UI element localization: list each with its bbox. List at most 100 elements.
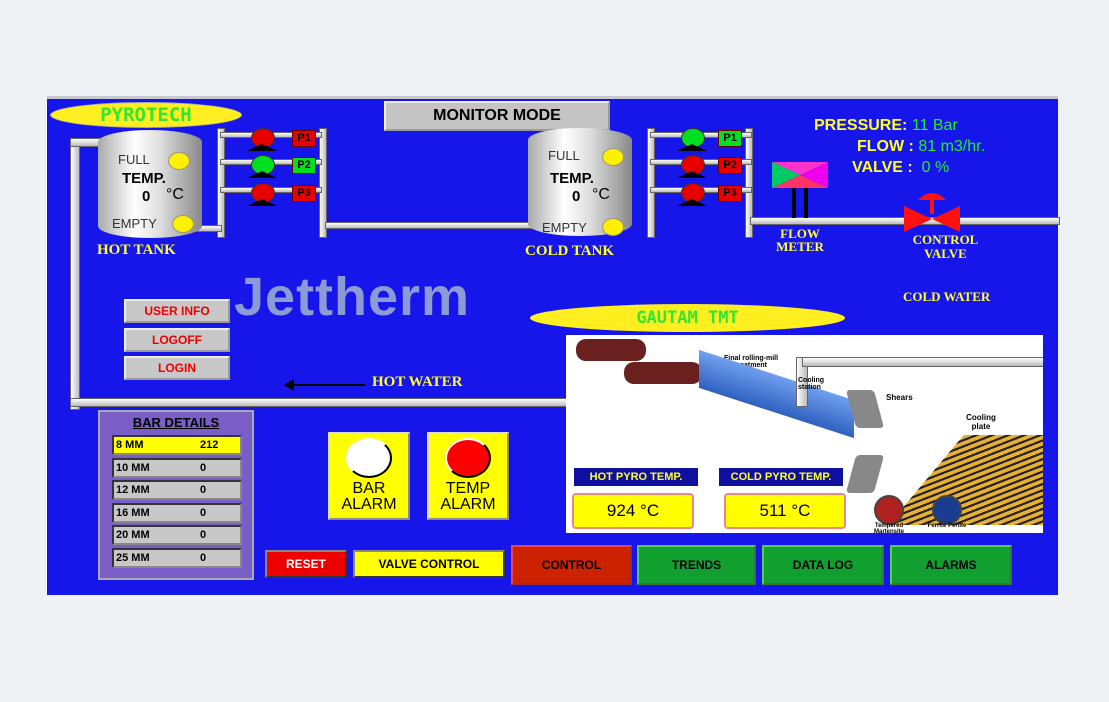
shears-label: Shears xyxy=(886,393,913,402)
full-indicator xyxy=(168,152,190,170)
temp-value: 0 xyxy=(572,188,581,205)
bar-row: 20 MM 0 xyxy=(112,525,242,545)
billet-stack xyxy=(576,339,646,361)
bar-size: 10 MM xyxy=(116,461,150,474)
logoff-button[interactable]: LOGOFF xyxy=(124,328,230,352)
cooling-plate xyxy=(888,435,1043,525)
pump-icon[interactable] xyxy=(677,128,707,151)
bar-count: 0 xyxy=(200,529,207,541)
full-label: FULL xyxy=(548,148,580,163)
valve-label: VALVE : xyxy=(852,159,913,176)
flow-meter-icon xyxy=(772,162,828,218)
bar-row: 12 MM 0 xyxy=(112,480,242,500)
hot-pyro-display: 924 °C xyxy=(572,493,694,529)
control-button[interactable]: CONTROL xyxy=(511,545,632,585)
pump-icon[interactable] xyxy=(247,128,277,151)
bar-size: 8 MM xyxy=(116,439,144,451)
pipe xyxy=(217,128,225,238)
empty-label: EMPTY xyxy=(542,220,587,235)
temp-label: TEMP. xyxy=(122,170,166,187)
empty-indicator xyxy=(172,215,194,233)
empty-label: EMPTY xyxy=(112,216,157,231)
pipe xyxy=(745,128,753,238)
cold-pyro-value: 511 xyxy=(759,501,787,520)
pipe xyxy=(647,128,655,238)
control-valve-icon[interactable] xyxy=(902,188,962,232)
process-diagram: Final rolling-mill treatment Cooling sta… xyxy=(566,335,1043,533)
cold-pyro-label: COLD PYRO TEMP. xyxy=(719,468,843,486)
hot-pyro-value: 924 xyxy=(606,501,636,520)
final-rolling-label: Final rolling-mill treatment xyxy=(723,355,779,369)
pump-icon[interactable] xyxy=(247,183,277,206)
bar-count: 0 xyxy=(200,484,207,496)
unit: °C xyxy=(640,501,660,520)
shear-bottom xyxy=(845,455,885,493)
bar-count: 212 xyxy=(200,439,219,451)
pipe xyxy=(319,128,327,238)
flow-meter-label: FLOW METER xyxy=(776,226,824,254)
bar-row: 10 MM 0 xyxy=(112,457,242,478)
full-label: FULL xyxy=(118,152,150,167)
alarm-line2: ALARM xyxy=(341,496,397,513)
pump-icon[interactable] xyxy=(247,155,277,178)
readouts: PRESSURE: 11 Bar FLOW : 81 m3/hr. VALVE … xyxy=(814,115,985,178)
pump-label: P2 xyxy=(292,157,316,174)
jettherm-logo: Jettherm xyxy=(234,267,471,327)
cold-tank-label: COLD TANK xyxy=(525,243,615,259)
hot-tank: FULL TEMP. 0 °C EMPTY xyxy=(98,130,202,238)
cold-tank: FULL TEMP. 0 °C EMPTY xyxy=(528,128,632,236)
alarms-button[interactable]: ALARMS xyxy=(890,545,1012,585)
brand-badge: PYROTECH xyxy=(50,102,242,128)
cold-pyro-display: 511 °C xyxy=(724,493,846,529)
monitor-mode-button[interactable]: MONITOR MODE xyxy=(384,101,610,131)
data-log-button[interactable]: DATA LOG xyxy=(762,545,884,585)
bar-size: 20 MM xyxy=(116,529,150,541)
bar-row: 8 MM 212 xyxy=(112,435,242,455)
temp-label: TEMP. xyxy=(550,170,594,187)
pump-label: P1 xyxy=(292,130,316,147)
valve-value: 0 % xyxy=(921,159,950,176)
bar-count: 0 xyxy=(200,461,207,474)
temp-unit: °C xyxy=(166,186,184,203)
pump-label: P3 xyxy=(292,185,316,202)
hot-tank-label: HOT TANK xyxy=(97,242,176,258)
hot-water-label: HOT WATER xyxy=(372,374,463,390)
reset-button[interactable]: RESET xyxy=(265,550,347,578)
bar-size: 25 MM xyxy=(116,551,150,564)
alarm-lamp-icon xyxy=(346,438,392,478)
hot-pyro-label: HOT PYRO TEMP. xyxy=(574,468,698,486)
cooling-label: Cooling station xyxy=(798,377,825,391)
pipe xyxy=(802,357,1043,367)
pump-icon[interactable] xyxy=(677,155,707,178)
bar-size: 12 MM xyxy=(116,484,150,496)
ferrite-perlite-icon xyxy=(932,495,962,525)
pump-label: P3 xyxy=(718,185,742,202)
plant-badge: GAUTAM TMT xyxy=(530,304,845,332)
bar-size: 16 MM xyxy=(116,506,150,519)
temp-unit: °C xyxy=(592,186,610,203)
arrow-left-icon xyxy=(285,384,365,386)
ferrite-label: Ferrite Perlite xyxy=(927,523,967,529)
alarm-line2: ALARM xyxy=(440,496,496,513)
temp-value: 0 xyxy=(142,188,151,205)
billet-stack xyxy=(624,362,702,384)
bar-count: 0 xyxy=(200,506,207,519)
valve-control-button[interactable]: VALVE CONTROL xyxy=(353,550,505,578)
login-button[interactable]: LOGIN xyxy=(124,356,230,380)
trends-button[interactable]: TRENDS xyxy=(637,545,756,585)
user-info-button[interactable]: USER INFO xyxy=(124,299,230,323)
pump-icon[interactable] xyxy=(677,183,707,206)
tempered-martensite-icon xyxy=(874,495,904,525)
cooling-plate-label: Cooling plate xyxy=(966,413,996,431)
bar-row: 25 MM 0 xyxy=(112,547,242,568)
pressure-value: 11 Bar xyxy=(911,117,958,134)
unit: °C xyxy=(791,501,811,520)
alarm-lamp-icon xyxy=(445,438,491,478)
bar-count: 0 xyxy=(200,551,207,564)
flow-label: FLOW : xyxy=(857,138,914,155)
pressure-label: PRESSURE: xyxy=(814,117,908,134)
control-valve-label: CONTROL VALVE xyxy=(912,232,979,261)
